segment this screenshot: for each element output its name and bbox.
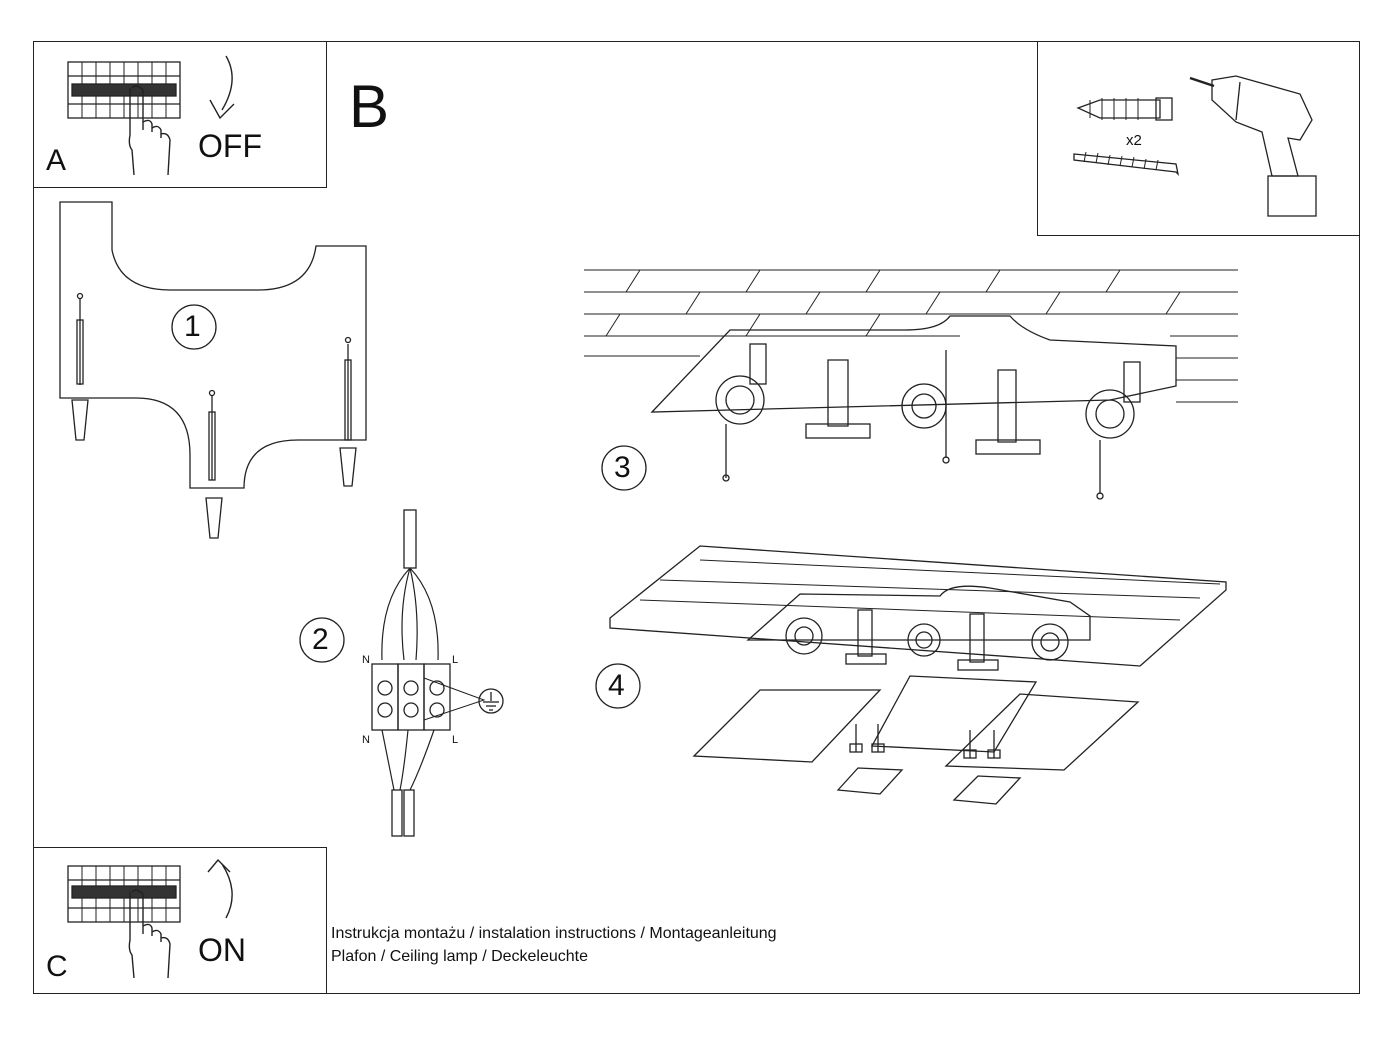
- spotlight-icon: [1031, 623, 1069, 661]
- spotlight-icon: [785, 617, 823, 655]
- panel-a-off-label: OFF: [198, 128, 262, 164]
- curved-up-arrow-icon: [221, 863, 233, 919]
- dowel-screw-icon: [339, 336, 357, 487]
- screw-icon: [849, 724, 863, 753]
- sheet-border: [33, 41, 1360, 994]
- screw-icon: [987, 730, 1001, 759]
- step-3-circle: [601, 445, 647, 491]
- dowel-screw-icon: [71, 292, 89, 441]
- wire-label-l-top: L: [452, 654, 459, 666]
- bracket-icon: [845, 609, 887, 665]
- spotlight-icon: [1085, 361, 1141, 439]
- wire-label-n-top: N: [362, 654, 370, 666]
- step-4-number: 4: [608, 669, 625, 702]
- spotlight-icon: [907, 623, 941, 657]
- decor-cap-icon: [836, 767, 904, 795]
- power-drill-icon: [1189, 75, 1317, 217]
- ceiling-planks: [639, 559, 1221, 621]
- step-1-number: 1: [184, 310, 201, 343]
- plate-outline: [59, 201, 367, 489]
- spotlight-icon: [715, 343, 767, 425]
- spotlight-icon: [901, 383, 947, 429]
- screw-icon: [1096, 440, 1104, 500]
- step-1-circle: [171, 304, 217, 350]
- hand-icon: [128, 889, 171, 979]
- step-2-circle: [299, 617, 345, 663]
- mounting-plate: [746, 585, 1091, 641]
- wall-plug-icon: [1076, 97, 1173, 121]
- curved-down-arrow-icon: [221, 55, 233, 111]
- panel-c-on-label: ON: [198, 932, 246, 968]
- tools-box: [1037, 41, 1360, 236]
- ceiling-planks: [584, 269, 1238, 403]
- bracket-icon: [957, 613, 999, 671]
- tools-quantity: x2: [1126, 132, 1142, 149]
- glass-shade: [944, 693, 1140, 771]
- bracket-icon: [975, 369, 1041, 455]
- dowel-screw-icon: [205, 389, 223, 539]
- glass-shade: [692, 689, 882, 763]
- panel-c-box: [33, 847, 327, 994]
- panel-a-box: [33, 41, 327, 188]
- screw-icon: [871, 724, 885, 753]
- footer-line-1: Instrukcja montażu / instalation instruc…: [331, 925, 777, 942]
- step-4-circle: [595, 663, 641, 709]
- bracket-icon: [805, 359, 871, 439]
- wiring-diagram: [371, 509, 486, 837]
- mounting-plate: [650, 315, 1177, 413]
- wire-label-l-bottom: L: [452, 734, 459, 746]
- screw-icon: [963, 730, 977, 759]
- step-2-number: 2: [312, 623, 329, 656]
- screw-icon: [1073, 151, 1180, 176]
- panel-b-letter: B: [349, 73, 390, 140]
- wire-label-n-bottom: N: [362, 734, 370, 746]
- panel-a-letter: A: [46, 144, 67, 177]
- ground-symbol-icon: [478, 688, 504, 714]
- screw-icon: [942, 350, 950, 464]
- breaker-panel-off-icon: [67, 61, 181, 119]
- step-3-number: 3: [614, 451, 631, 484]
- screw-icon: [722, 424, 730, 482]
- footer-line-2: Plafon / Ceiling lamp / Deckeleuchte: [331, 948, 589, 965]
- glass-shade: [870, 675, 1038, 753]
- decor-cap-icon: [952, 775, 1022, 805]
- hand-icon: [128, 85, 171, 176]
- ceiling-board: [609, 545, 1227, 667]
- panel-c-letter: C: [46, 950, 68, 983]
- breaker-panel-on-icon: [67, 865, 181, 923]
